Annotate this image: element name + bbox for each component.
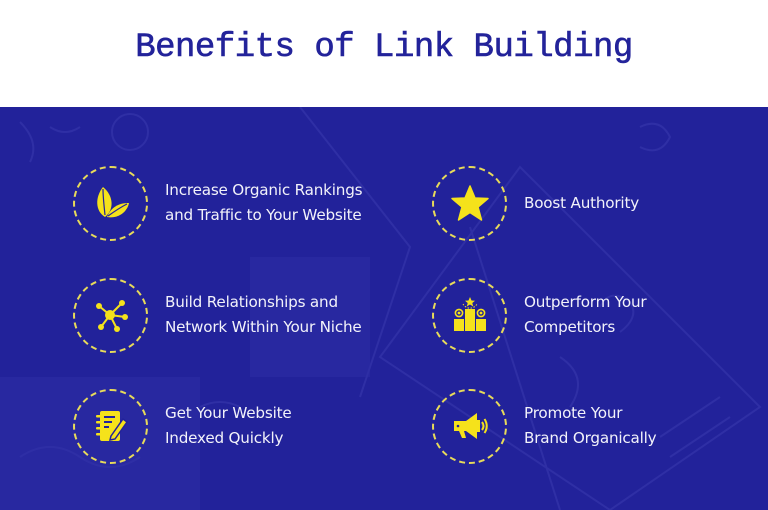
benefit-outperform-competitors: Outperform Your Competitors [432, 277, 647, 353]
notebook-pencil-icon [95, 411, 128, 441]
benefit-promote-brand: Promote Your Brand Organically [432, 388, 657, 464]
icon-ring [432, 388, 507, 464]
leaves-icon [96, 187, 129, 218]
icon-ring [432, 277, 507, 353]
benefit-label: Promote Your Brand Organically [524, 404, 657, 447]
benefit-label: Build Relationships and Network Within Y… [165, 293, 362, 336]
icon-ring [73, 165, 148, 241]
benefit-boost-authority: Boost Authority [432, 165, 639, 241]
star-icon [450, 185, 489, 221]
benefit-indexed-quickly: Get Your Website Indexed Quickly [73, 388, 292, 464]
network-icon [95, 300, 128, 332]
benefit-build-relationships: Build Relationships and Network Within Y… [73, 277, 362, 353]
benefit-label: Boost Authority [524, 193, 639, 212]
icon-ring [73, 388, 148, 464]
benefit-organic-rankings: Increase Organic Rankings and Traffic to… [73, 165, 363, 241]
header: Benefits of Link Building [0, 0, 768, 107]
page-title: Benefits of Link Building [135, 28, 634, 67]
megaphone-icon [453, 413, 488, 439]
icon-ring [432, 165, 507, 241]
benefits-panel: Increase Organic Rankings and Traffic to… [0, 107, 768, 510]
benefit-label: Increase Organic Rankings and Traffic to… [165, 181, 363, 224]
icon-ring [73, 277, 148, 353]
podium-icon [453, 297, 486, 331]
benefit-label: Outperform Your Competitors [524, 293, 647, 336]
benefit-label: Get Your Website Indexed Quickly [165, 404, 292, 447]
